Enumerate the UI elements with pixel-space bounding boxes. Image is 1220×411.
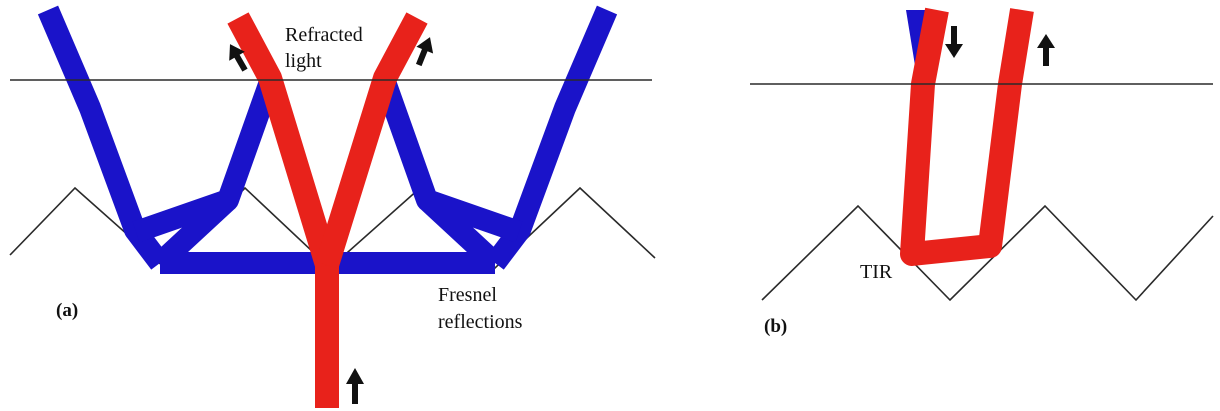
panel-b-tag: (b) — [764, 316, 787, 337]
panel-b-tir-beam — [900, 7, 1034, 266]
panel-a-refracted-beam-left — [227, 12, 339, 269]
panel-a-fresnel-beam-left — [37, 5, 169, 270]
panel-a-arrow-up-bottom-icon — [346, 368, 364, 404]
panel-a-fresnel-beam-cross-left — [152, 191, 236, 272]
panel-b-arrow-down-icon — [945, 26, 963, 58]
panel-a-arrow-up-left-icon — [229, 44, 248, 72]
panel-b-arrow-up-icon — [1037, 34, 1055, 66]
panel-a-tag: (a) — [56, 300, 78, 321]
panel-a-refracted-beam-right — [315, 12, 428, 269]
panel-a-arrow-up-right-icon — [415, 37, 434, 67]
panel-b: TIR (b) — [750, 7, 1214, 337]
panel-a-refracted-label-2: light — [285, 50, 322, 72]
panel-a-fresnel-beam-right — [486, 5, 618, 270]
panel-a-fresnel-label-2: reflections — [438, 311, 523, 333]
panel-a-fresnel-beam-cross-right — [419, 191, 503, 272]
panel-a: Refracted light Fresnel reflections (a) — [9, 5, 656, 408]
panel-a-fresnel-label-1: Fresnel — [438, 284, 497, 306]
panel-b-tir-label: TIR — [860, 261, 893, 283]
panel-a-refracted-label-1: Refracted — [285, 24, 363, 46]
